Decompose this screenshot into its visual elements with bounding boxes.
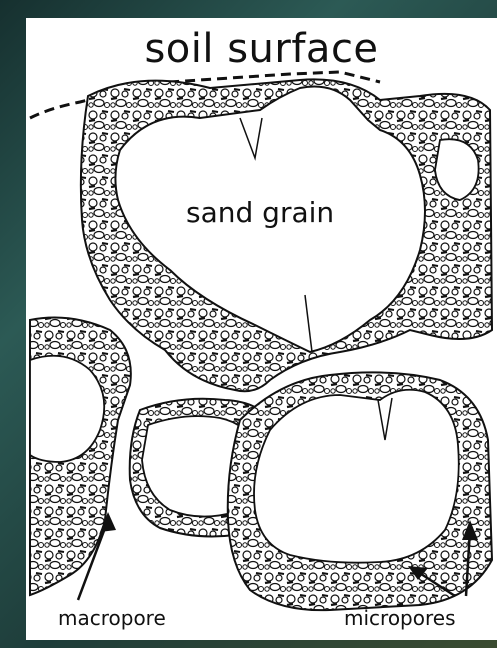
micropores-label: micropores [344,606,456,630]
sand-grain-bottom-right [254,390,459,563]
diagram-title: soil surface [26,26,497,72]
sand-grain-label: sand grain [186,196,334,229]
macropore-label: macropore [58,606,166,630]
